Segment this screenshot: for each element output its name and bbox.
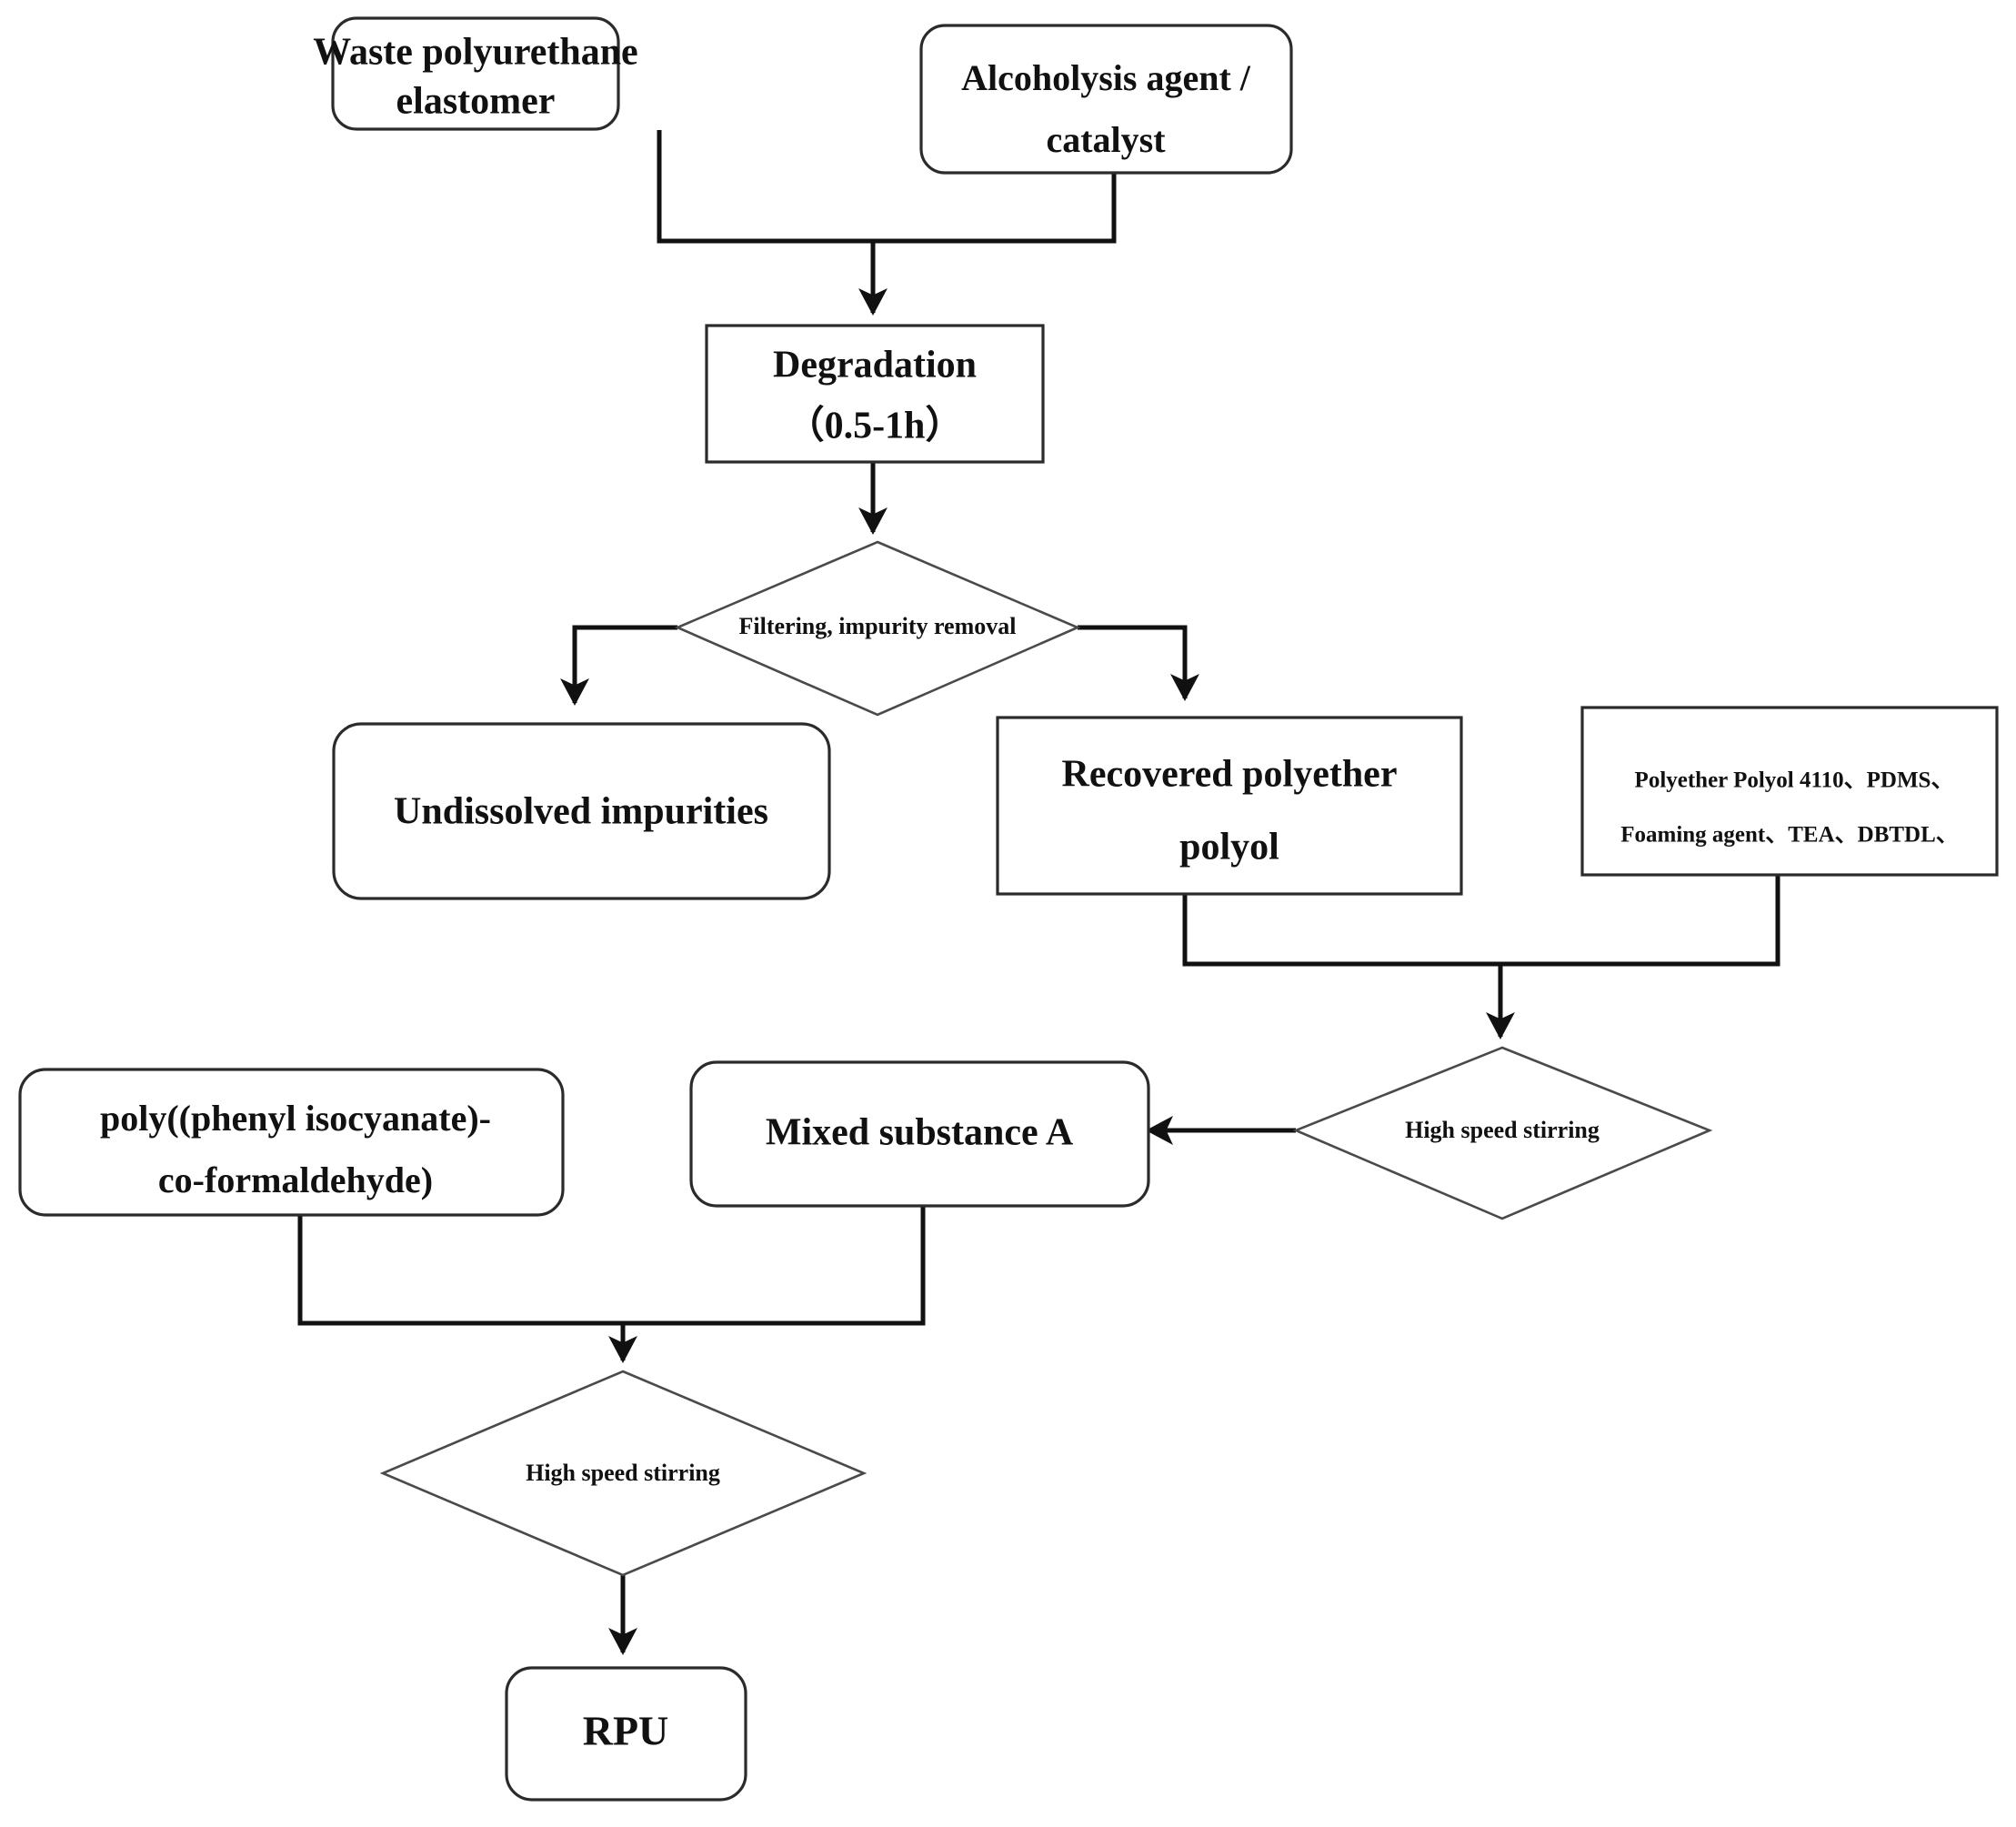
waste-polyurethane-line2: elastomer [396,81,556,123]
alcoholysis-line2: catalyst [1046,119,1166,160]
isocyanate-line2: co-formaldehyde) [158,1159,433,1200]
additives-shape [1580,706,1999,877]
recovered-polyol-line2: polyol [1179,827,1279,868]
edge-filtering-to-recovered-polyol [1078,625,1199,701]
filtering-diamond-shape [674,540,1081,717]
node-alcoholysis-agent-catalyst[interactable]: Alcoholysis agent / catalyst [919,24,1293,175]
mixed-substance-label: Mixed substance A [766,1112,1074,1154]
mixed-substance-shape [689,1060,1150,1208]
alcoholysis-line1: Alcoholysis agent / [961,57,1251,98]
edge-waste-to-degradation [657,130,873,244]
isocyanate-line1: poly((phenyl isocyanate)- [100,1098,491,1139]
node-degradation[interactable]: Degradation （0.5-1h） [705,324,1045,464]
degradation-line1: Degradation [773,345,977,386]
additives-line2: Foaming agent、TEA、DBTDL、 [1620,823,1959,848]
edge-additives-to-stirring [1500,873,1780,967]
filtering-label: Filtering, impurity removal [739,613,1017,639]
node-undissolved-impurities[interactable]: Undissolved impurities [332,722,831,900]
node-additives[interactable]: Polyether Polyol 4110、PDMS、 Foaming agen… [1580,706,1999,877]
stirring-bottom-label: High speed stirring [526,1460,720,1486]
node-high-speed-stirring-bottom[interactable]: High speed stirring [379,1370,868,1577]
rpu-label: RPU [583,1708,669,1754]
edge-mixed-substance-to-stirring-bottom [623,1206,926,1326]
edge-filtering-to-undissolved [560,625,677,706]
node-recovered-polyether-polyol[interactable]: Recovered polyether polyol [996,716,1463,896]
waste-polyurethane-shape [331,16,620,131]
node-rpu[interactable]: RPU [505,1666,747,1802]
alcoholysis-shape [919,24,1293,175]
node-waste-polyurethane-elastomer[interactable]: Waste polyurethane elastomer [313,16,638,131]
stirring-right-label: High speed stirring [1405,1117,1600,1143]
edge-isocyanate-to-stirring-bottom [297,1215,623,1326]
recovered-polyol-line1: Recovered polyether [1062,754,1398,796]
stirring-bottom-diamond-shape [379,1370,868,1577]
degradation-line2: （0.5-1h） [787,405,964,447]
undissolved-label: Undissolved impurities [394,791,768,833]
node-filtering-impurity-removal[interactable]: Filtering, impurity removal [674,540,1081,717]
node-high-speed-stirring-right[interactable]: High speed stirring [1292,1046,1713,1220]
edge-recovered-polyol-to-stirring [1182,891,1500,967]
node-poly-phenyl-isocyanate[interactable]: poly((phenyl isocyanate)- co-formaldehyd… [18,1068,565,1217]
isocyanate-shape [18,1068,565,1217]
undissolved-shape [332,722,831,900]
degradation-shape [705,324,1045,464]
stirring-right-diamond-shape [1292,1046,1713,1220]
rpu-shape [505,1666,747,1802]
waste-polyurethane-line1: Waste polyurethane [313,32,637,74]
recovered-polyol-shape [996,716,1463,896]
node-mixed-substance-a[interactable]: Mixed substance A [689,1060,1150,1208]
additives-line1: Polyether Polyol 4110、PDMS、 [1635,768,1954,793]
edge-alcoholysis-to-degradation [873,173,1117,244]
